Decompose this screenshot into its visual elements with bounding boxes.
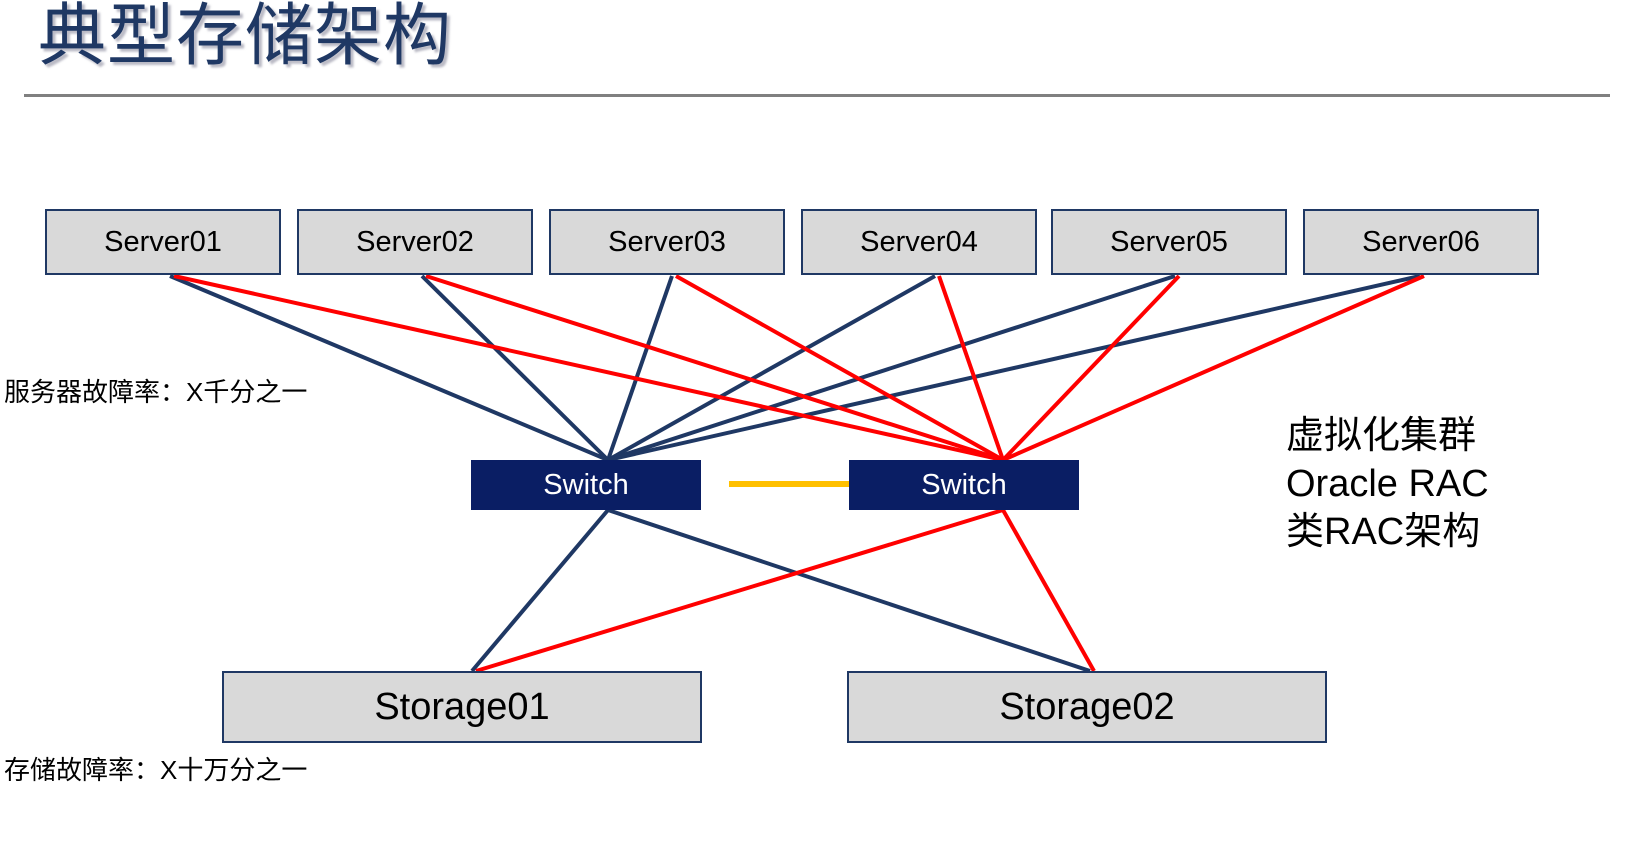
switch-node-2[interactable]: Switch (849, 460, 1079, 510)
link-server01-to-switch-left (169, 274, 609, 462)
link-server04-to-switch-right (937, 275, 1005, 461)
link-server03-to-switch-left (606, 275, 674, 461)
server-node-label: Server01 (104, 225, 222, 258)
server-node-6[interactable]: Server06 (1303, 209, 1539, 275)
link-switch-right-to-storage01 (475, 508, 1004, 673)
link-server04-to-switch-left (607, 274, 936, 462)
switch-node-label: Switch (543, 468, 629, 501)
link-server05-to-switch-left (607, 274, 1176, 462)
server-node-5[interactable]: Server05 (1051, 209, 1287, 275)
server-node-label: Server05 (1110, 225, 1228, 258)
link-server06-to-switch-right (1002, 274, 1425, 462)
link-server06-to-switch-left (607, 274, 1421, 462)
server-node-label: Server04 (860, 225, 978, 258)
server-node-2[interactable]: Server02 (297, 209, 533, 275)
server-node-3[interactable]: Server03 (549, 209, 785, 275)
link-server02-to-switch-right (425, 274, 1004, 462)
link-server02-to-switch-left (420, 274, 610, 462)
title-divider (24, 94, 1610, 97)
storage-failure-rate-note: 存储故障率：X十万分之一 (4, 755, 308, 785)
link-switch-left-to-storage01 (470, 508, 610, 673)
storage-node-1[interactable]: Storage01 (222, 671, 702, 743)
link-switch-left-to-storage02 (607, 508, 1091, 673)
page-title: 典型存储架构 (38, 0, 453, 74)
switch-node-1[interactable]: Switch (471, 460, 701, 510)
link-group-switches-to-storage (470, 508, 1096, 673)
cluster-type-line-3: 类RAC架构 (1286, 510, 1481, 553)
link-switch-right-to-storage02 (1001, 509, 1096, 672)
server-node-label: Server02 (356, 225, 474, 258)
server-node-1[interactable]: Server01 (45, 209, 281, 275)
server-node-label: Server03 (608, 225, 726, 258)
storage-node-2[interactable]: Storage02 (847, 671, 1327, 743)
link-group-servers-to-left-switch (169, 274, 1421, 462)
storage-node-label: Storage01 (374, 685, 550, 728)
link-server01-to-switch-right (173, 274, 1004, 462)
link-server03-to-switch-right (675, 274, 1004, 462)
link-server05-to-switch-right (1001, 274, 1181, 462)
storage-node-label: Storage02 (999, 685, 1175, 728)
server-node-4[interactable]: Server04 (801, 209, 1037, 275)
switch-node-label: Switch (921, 468, 1007, 501)
cluster-type-line-1: 虚拟化集群 (1286, 415, 1477, 457)
link-group-servers-to-right-switch (173, 274, 1425, 462)
server-node-label: Server06 (1362, 225, 1480, 258)
cluster-type-note: 虚拟化集群 Oracle RAC 类RAC架构 (1286, 413, 1489, 557)
cluster-type-line-2: Oracle RAC (1286, 462, 1489, 505)
server-failure-rate-note: 服务器故障率：X千分之一 (4, 377, 308, 407)
